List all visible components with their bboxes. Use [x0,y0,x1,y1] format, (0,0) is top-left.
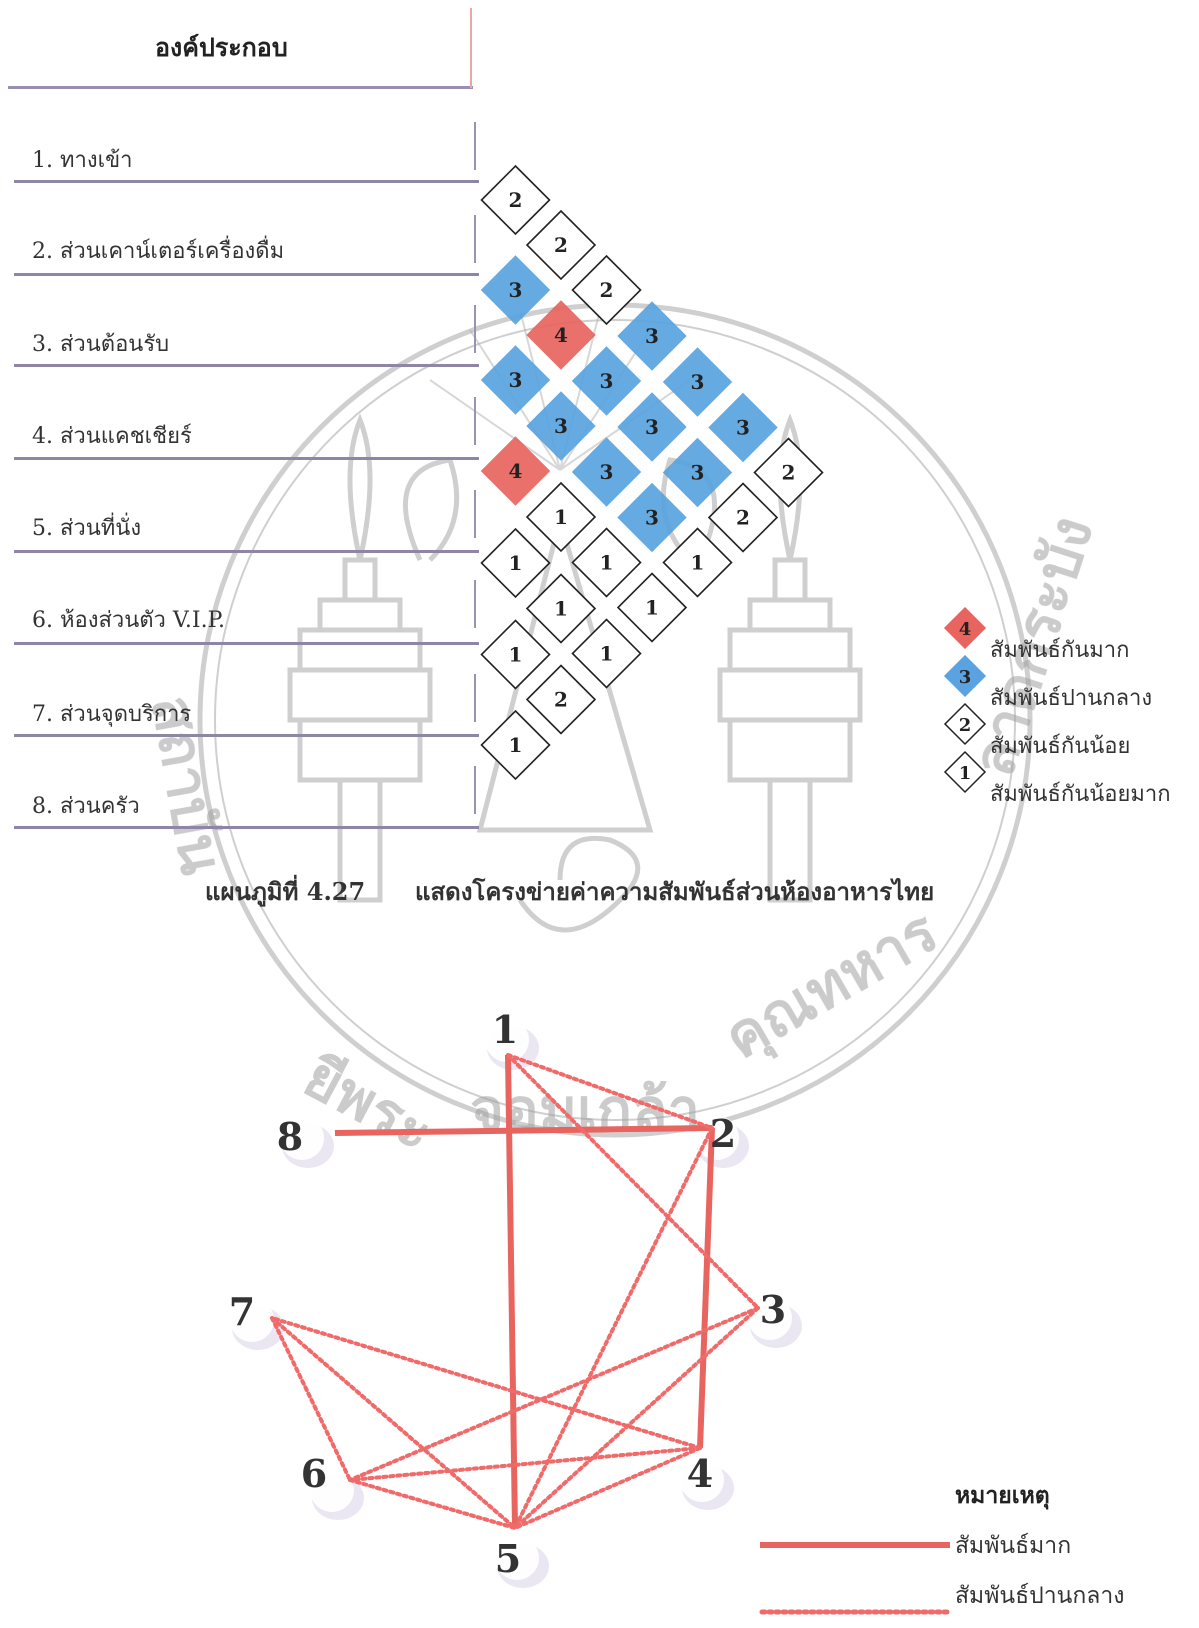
network-legend-medium-label: สัมพันธ์ปานกลาง [955,1578,1125,1614]
network-node-label: 5 [495,1536,521,1581]
network-node-label: 7 [229,1289,255,1334]
network-legend-title: หมายเหตุ [955,1478,1050,1514]
network-edge-strong [508,1055,515,1528]
network-edge-medium [508,1055,712,1128]
network-node-label: 4 [687,1451,713,1496]
network-node-label: 1 [492,1007,518,1052]
network-edge-medium [350,1448,700,1480]
network-edge-medium [515,1128,712,1528]
network-edge-strong [335,1128,712,1133]
network-node-label: 8 [277,1114,303,1159]
network-edge-medium [272,1318,515,1528]
network-edge-medium [515,1448,700,1528]
network-edge-medium [272,1318,700,1448]
network-edge-medium [508,1055,758,1308]
network-node-label: 2 [710,1111,736,1156]
network-edge-strong [700,1128,712,1448]
network-node-label: 3 [760,1287,786,1332]
network-legend-strong-label: สัมพันธ์มาก [955,1528,1071,1564]
network-node-label: 6 [301,1451,327,1496]
